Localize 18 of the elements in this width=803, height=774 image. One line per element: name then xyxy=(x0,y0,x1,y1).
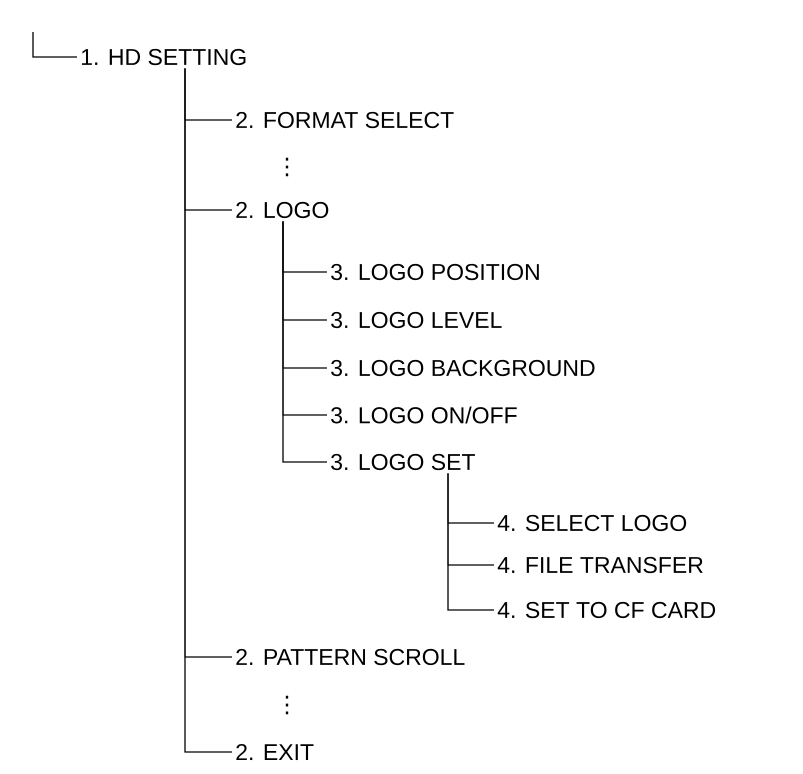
menu-item: 4. SELECT LOGO xyxy=(498,514,686,532)
ellipsis: ⋮ xyxy=(286,696,288,714)
menu-item: 3. LOGO POSITION xyxy=(331,264,539,280)
menu-item: 2. PATTERN SCROLL xyxy=(236,648,464,666)
tree-line xyxy=(32,32,77,58)
tree-line xyxy=(282,221,327,463)
menu-item: 4. FILE TRANSFER xyxy=(498,556,703,574)
menu-item: 2. LOGO xyxy=(236,202,328,218)
menu-item: 3. LOGO BACKGROUND xyxy=(331,360,594,376)
menu-item: 3. LOGO LEVEL xyxy=(331,312,502,328)
menu-item: 2. EXIT xyxy=(236,744,314,760)
menu-item: 2. FORMAT SELECT xyxy=(236,112,454,128)
ellipsis: ⋮ xyxy=(286,158,288,176)
menu-item: 4. SET TO CF CARD xyxy=(498,602,716,618)
menu-item: 3. LOGO SET xyxy=(331,454,475,470)
menu-item: 1. HD SETTING xyxy=(82,48,246,66)
menu-item: 3. LOGO ON/OFF xyxy=(331,406,517,424)
tree-line xyxy=(447,473,494,611)
